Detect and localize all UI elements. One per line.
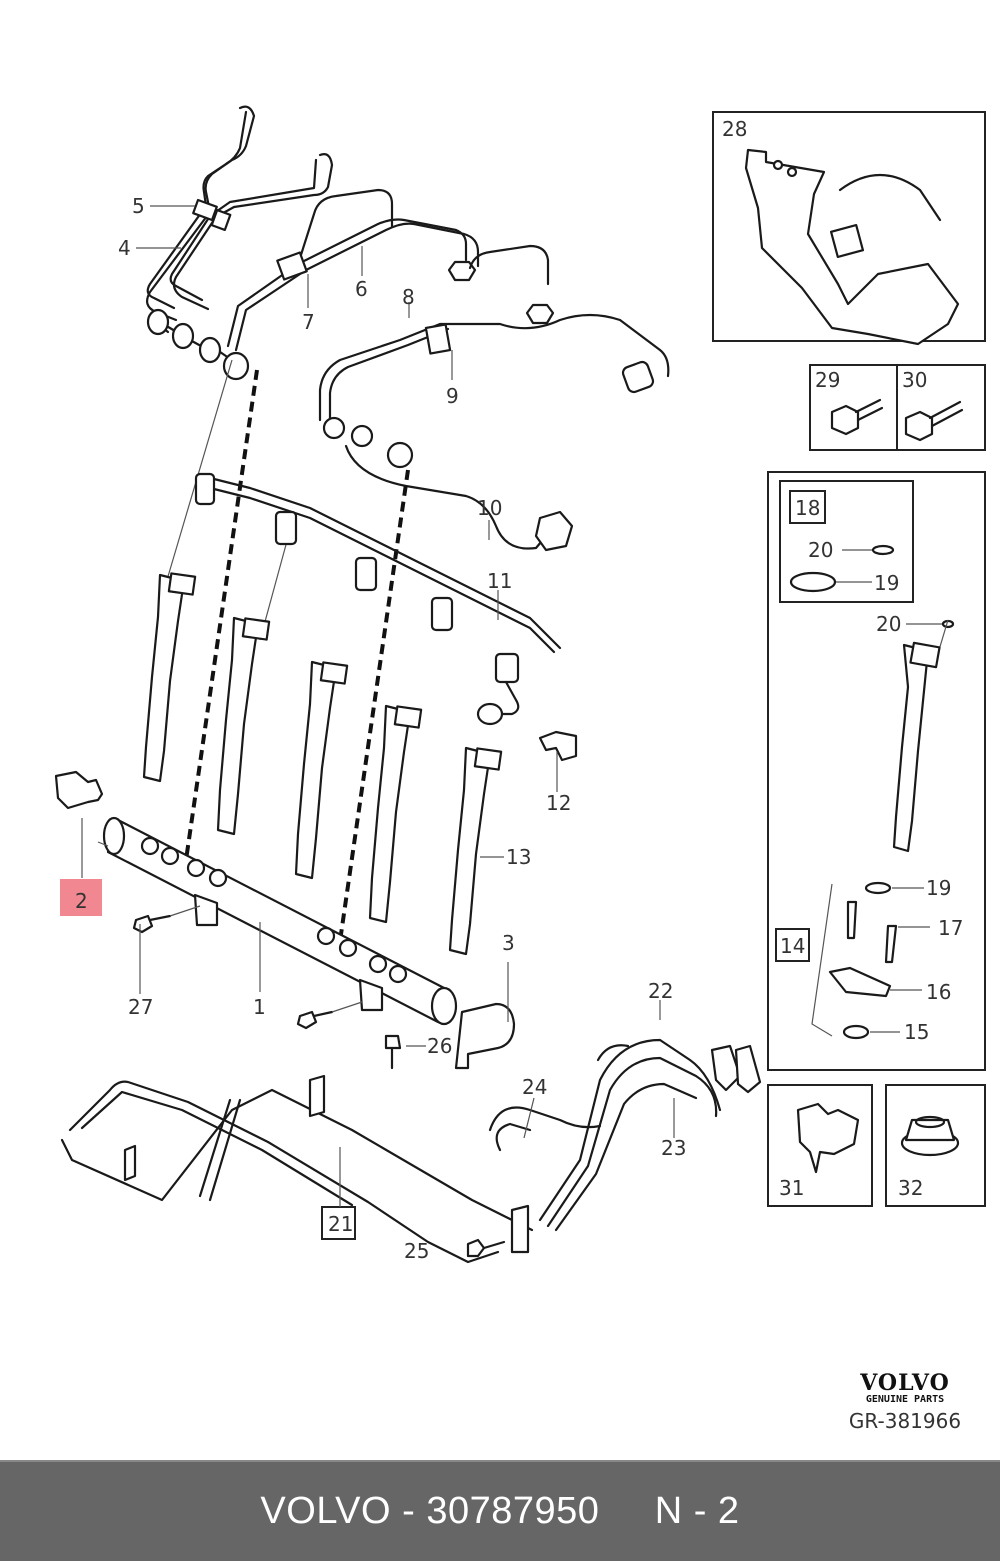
injector-kit-box [767, 471, 986, 1071]
callout-11: 11 [487, 569, 512, 593]
callout-18: 18 [795, 496, 820, 520]
callout-32: 32 [898, 1176, 923, 1200]
footer-brand: VOLVO [260, 1490, 392, 1532]
bolt-29-drawing [830, 398, 884, 436]
callout-5: 5 [132, 194, 145, 218]
callout-2: 2 [75, 889, 88, 913]
genuine-parts-tagline: GENUINE PARTS [865, 1394, 945, 1405]
callout-6: 6 [355, 277, 368, 301]
footer-position: N - 2 [654, 1490, 740, 1532]
seal-kit-box [779, 480, 914, 603]
nut-32-drawing [900, 1115, 960, 1157]
callout-box-18 [789, 490, 826, 524]
volvo-logo: VOLVO [860, 1370, 950, 1396]
callout-20-kit: 20 [808, 538, 833, 562]
callout-7: 7 [302, 310, 315, 334]
callout-26: 26 [427, 1034, 452, 1058]
footer-gap [599, 1490, 654, 1533]
callout-15: 15 [904, 1020, 929, 1044]
callout-12: 12 [546, 791, 571, 815]
highlight-box-2 [60, 879, 102, 916]
callout-box-14 [775, 928, 810, 962]
footer-separator: - [391, 1490, 427, 1532]
callout-3: 3 [502, 931, 515, 955]
bracket-box [712, 111, 986, 342]
callout-10: 10 [477, 496, 502, 520]
callout-8: 8 [402, 285, 415, 309]
callout-17: 17 [938, 916, 963, 940]
callout-9: 9 [446, 384, 459, 408]
bolt-box-30 [896, 364, 986, 451]
callout-29: 29 [815, 368, 840, 392]
callout-1: 1 [253, 995, 266, 1019]
lower-pipes-group [60, 1038, 762, 1264]
return-line-group [194, 472, 578, 762]
callout-19-kit: 19 [874, 571, 899, 595]
callout-28: 28 [722, 117, 747, 141]
callout-25: 25 [404, 1239, 429, 1263]
callout-4: 4 [118, 236, 131, 260]
callout-13: 13 [506, 845, 531, 869]
callout-16: 16 [926, 980, 951, 1004]
footer-bar: VOLVO - 30787950 N - 2 [0, 1460, 1000, 1561]
leader-lines [81, 205, 675, 1207]
clip-31-drawing [796, 1102, 860, 1174]
callout-24: 24 [522, 1075, 547, 1099]
clip-box-31 [767, 1084, 873, 1207]
nut-box-32 [885, 1084, 986, 1207]
bracket-drawing [744, 148, 960, 346]
bolt-30-drawing [904, 400, 964, 442]
brand-block: VOLVO GENUINE PARTS GR-381966 [840, 1370, 970, 1433]
callout-box-21 [321, 1206, 356, 1240]
callout-21: 21 [328, 1212, 353, 1236]
callout-22: 22 [648, 979, 673, 1003]
dashed-guide-left [184, 369, 259, 861]
callout-31: 31 [779, 1176, 804, 1200]
parts-diagram: 1 2 3 4 5 6 7 8 9 10 11 12 13 14 15 16 1… [54, 105, 986, 1264]
injectors-group [142, 572, 503, 956]
footer-part-number: 30787950 [426, 1490, 600, 1532]
callout-27: 27 [128, 995, 153, 1019]
injector-detail-drawing [811, 619, 955, 1040]
callout-20-injector: 20 [876, 612, 901, 636]
callout-30: 30 [902, 368, 927, 392]
callout-14: 14 [780, 934, 805, 958]
fuel-rail-group [54, 770, 516, 1070]
fuel-pipes-group [145, 105, 670, 552]
callout-23: 23 [661, 1136, 686, 1160]
callout-19-injector: 19 [926, 876, 951, 900]
drawing-code: GR-381966 [848, 1409, 962, 1433]
